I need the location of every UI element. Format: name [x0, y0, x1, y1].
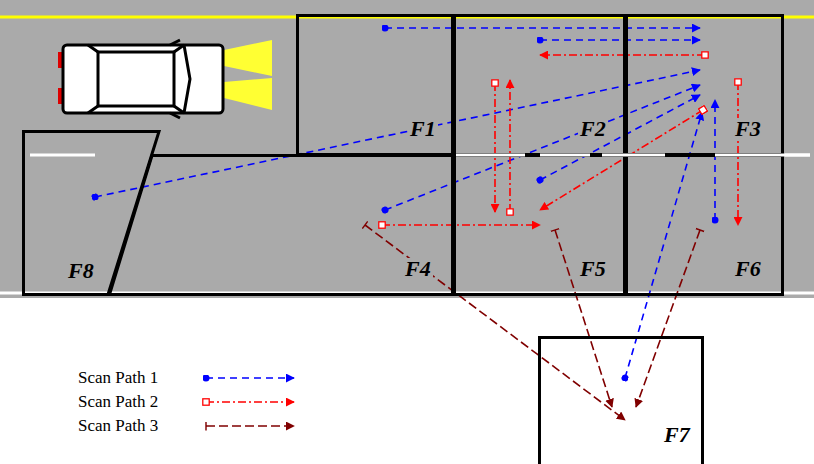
- car-roof: [98, 52, 174, 106]
- field-label: F7: [662, 424, 692, 446]
- scan-path-arrow: [494, 83, 496, 212]
- field-label: F2: [578, 118, 608, 140]
- scan-path-arrow: [382, 224, 540, 226]
- field-box: F8: [22, 130, 162, 296]
- headlight-beam: [224, 78, 272, 110]
- field-outline-shape: [24, 132, 160, 295]
- scan-path-arrow: [365, 225, 625, 420]
- field-label: F4: [403, 258, 433, 280]
- field-label: F1: [408, 118, 438, 140]
- scan-path-arrow: [509, 80, 511, 212]
- road: [0, 0, 814, 298]
- field-label: F6: [733, 258, 763, 280]
- car-pillars: [88, 45, 184, 113]
- legend: Scan Path 1 Scan Path 2 Scan Path 3: [78, 366, 306, 438]
- scan-path-arrow: [385, 27, 700, 29]
- legend-row: Scan Path 3: [78, 414, 306, 438]
- legend-sample: [166, 370, 306, 386]
- mirrors: [170, 40, 180, 118]
- scan-path-arrow: [385, 85, 700, 210]
- field-label: F5: [578, 258, 608, 280]
- field-label: F3: [733, 118, 763, 140]
- field-box: F4: [108, 154, 454, 296]
- field-box: F6: [625, 154, 784, 296]
- scan-path-arrow: [555, 230, 612, 407]
- legend-text: Scan Path 3: [78, 416, 166, 436]
- legend-text: Scan Path 2: [78, 392, 166, 412]
- scan-path-arrow: [540, 54, 705, 56]
- lane-dash: [30, 154, 95, 157]
- car: [58, 40, 272, 118]
- scan-path-arrow: [636, 230, 700, 407]
- field-box: F1: [296, 14, 454, 156]
- legend-sample-line: [206, 401, 294, 403]
- scan-path-arrow: [95, 70, 700, 197]
- legend-sample: [166, 418, 306, 434]
- lane-dash: [785, 154, 810, 157]
- headlight-beam: [224, 40, 272, 76]
- legend-sample-line: [206, 425, 294, 427]
- legend-sample-line: [206, 377, 294, 379]
- field-box: F7: [538, 336, 704, 464]
- field-outline-shape: [110, 156, 453, 295]
- field-box: F5: [453, 154, 626, 296]
- field-box: F3: [625, 14, 784, 156]
- field-box: F2: [453, 14, 626, 156]
- scan-path-arrow: [540, 39, 700, 41]
- field-label: F8: [66, 260, 96, 282]
- scan-path-arrow: [714, 100, 716, 220]
- legend-row: Scan Path 1: [78, 366, 306, 390]
- scan-path-arrow: [540, 95, 700, 180]
- legend-sample: [166, 394, 306, 410]
- legend-row: Scan Path 2: [78, 390, 306, 414]
- scan-path-arrow: [540, 110, 703, 210]
- car-body: [63, 45, 223, 113]
- windshield: [184, 45, 190, 113]
- legend-text: Scan Path 1: [78, 368, 166, 388]
